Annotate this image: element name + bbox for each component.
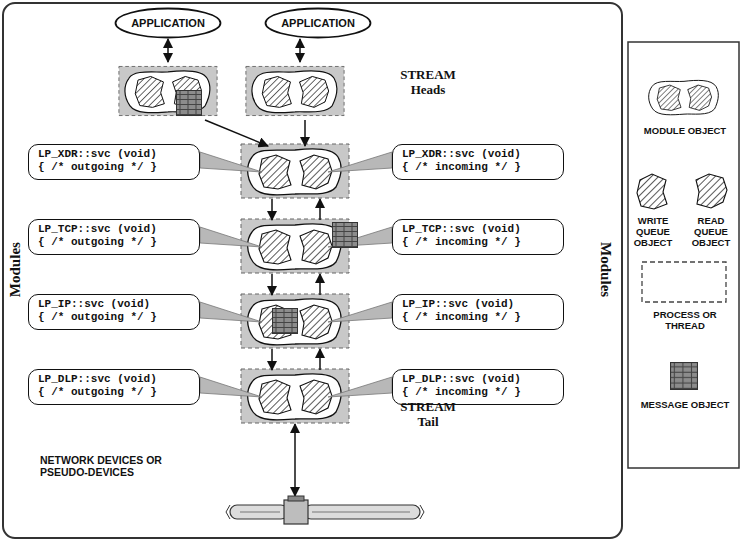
application-label: APPLICATION — [131, 17, 205, 29]
message-object — [333, 223, 358, 248]
method-text: LP_TCP::svc (void) — [402, 223, 554, 236]
legend-read-queue-sample — [696, 174, 727, 208]
method-text: LP_DLP::svc (void) — [38, 373, 190, 386]
modules-label: Modules — [6, 242, 23, 297]
callout-wedges — [200, 152, 392, 397]
method-text: { /* outgoing */ } — [38, 311, 190, 324]
method-text: LP_IP::svc (void) — [38, 298, 190, 311]
method-callout-box: LP_XDR::svc (void){ /* outgoing */ } — [28, 144, 200, 180]
method-text: { /* outgoing */ } — [38, 161, 190, 174]
method-text: LP_XDR::svc (void) — [402, 148, 554, 161]
legend-write-queue-sample — [637, 174, 667, 209]
network-cable — [226, 496, 424, 524]
legend-label: MESSAGE OBJECT — [640, 400, 730, 411]
network-devices-label: NETWORK DEVICES OR PSEUDO-DEVICES — [40, 454, 168, 478]
method-callout-box: LP_TCP::svc (void){ /* incoming */ } — [392, 219, 564, 255]
message-object — [177, 91, 202, 116]
ellipse-shape — [116, 9, 221, 38]
method-text: { /* incoming */ } — [402, 386, 554, 399]
method-callout-box: LP_IP::svc (void){ /* incoming */ } — [392, 294, 564, 330]
legend-label: MODULE OBJECT — [640, 126, 730, 137]
ellipse-shape — [266, 9, 371, 38]
legend-message-sample — [671, 363, 698, 390]
method-callout-box: LP_TCP::svc (void){ /* outgoing */ } — [28, 219, 200, 255]
method-callout-box: LP_IP::svc (void){ /* outgoing */ } — [28, 294, 200, 330]
method-text: LP_DLP::svc (void) — [402, 373, 554, 386]
outer-frame — [3, 3, 622, 538]
legend-label: PROCESS OR THREAD — [640, 310, 730, 332]
method-text: { /* incoming */ } — [402, 161, 554, 174]
stream-head-module — [119, 66, 217, 115]
method-callout-box: LP_DLP::svc (void){ /* outgoing */ } — [28, 369, 200, 405]
method-text: { /* outgoing */ } — [38, 236, 190, 249]
method-text: { /* incoming */ } — [402, 236, 554, 249]
stream-heads-label: STREAM Heads — [392, 68, 464, 98]
application-ellipse: APPLICATION — [264, 7, 372, 39]
modules-label: Modules — [597, 242, 614, 297]
application-label: APPLICATION — [281, 17, 355, 29]
method-text: LP_XDR::svc (void) — [38, 148, 190, 161]
method-text: { /* outgoing */ } — [38, 386, 190, 399]
stream-tail-label: STREAM Tail — [392, 400, 464, 430]
method-text: { /* incoming */ } — [402, 311, 554, 324]
method-text: LP_IP::svc (void) — [402, 298, 554, 311]
application-ellipse: APPLICATION — [114, 7, 222, 39]
message-object — [273, 309, 298, 334]
legend-frame — [628, 42, 739, 468]
stream-head-module — [246, 66, 344, 115]
legend-label: READ QUEUE OBJECT — [686, 216, 736, 249]
legend-label: WRITE QUEUE OBJECT — [630, 216, 676, 249]
method-callout-box: LP_XDR::svc (void){ /* incoming */ } — [392, 144, 564, 180]
legend-module-sample — [649, 80, 719, 114]
legend-process-sample — [642, 262, 726, 302]
method-text: LP_TCP::svc (void) — [38, 223, 190, 236]
message-flow-arrows — [168, 39, 320, 496]
